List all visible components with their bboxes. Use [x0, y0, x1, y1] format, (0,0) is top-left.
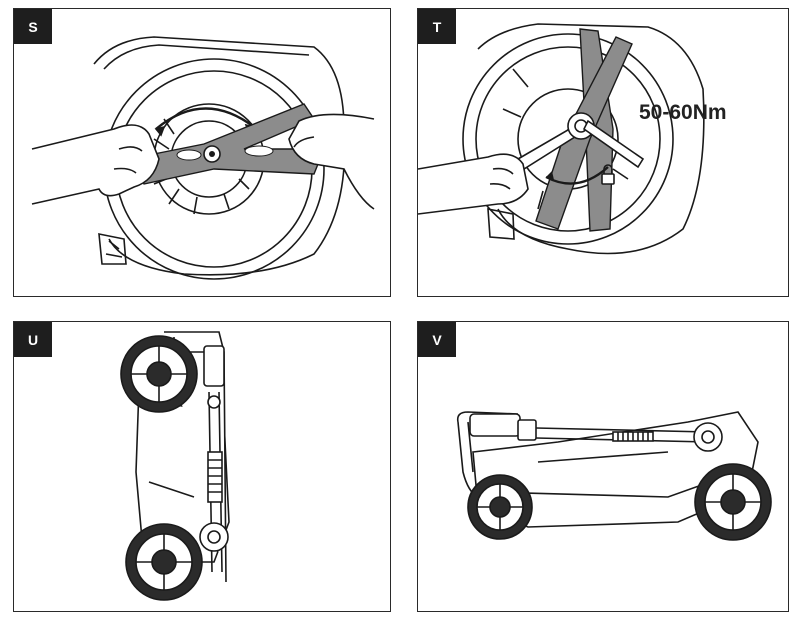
panel-u-badge: U [14, 322, 52, 357]
panel-u: U [13, 321, 391, 612]
wheel-left [467, 474, 533, 540]
panel-v-badge: V [418, 322, 456, 357]
mower-vertical-storage-illustration [120, 331, 230, 601]
panel-v: V [417, 321, 789, 612]
torque-spec: 50-60Nm [639, 101, 727, 124]
panel-t-badge: T [418, 9, 456, 44]
wheel-top [120, 335, 198, 413]
wheel-bottom [125, 523, 203, 601]
panel-s: S [13, 8, 391, 297]
blade-removal-illustration [31, 36, 375, 280]
lock-icon [601, 164, 615, 185]
panel-t: T 50-60Nm [417, 8, 789, 297]
panel-s-badge: S [14, 9, 52, 44]
blade-torque-illustration [418, 23, 705, 255]
wheel-right [694, 463, 772, 541]
mower-folded-illustration [456, 411, 772, 541]
